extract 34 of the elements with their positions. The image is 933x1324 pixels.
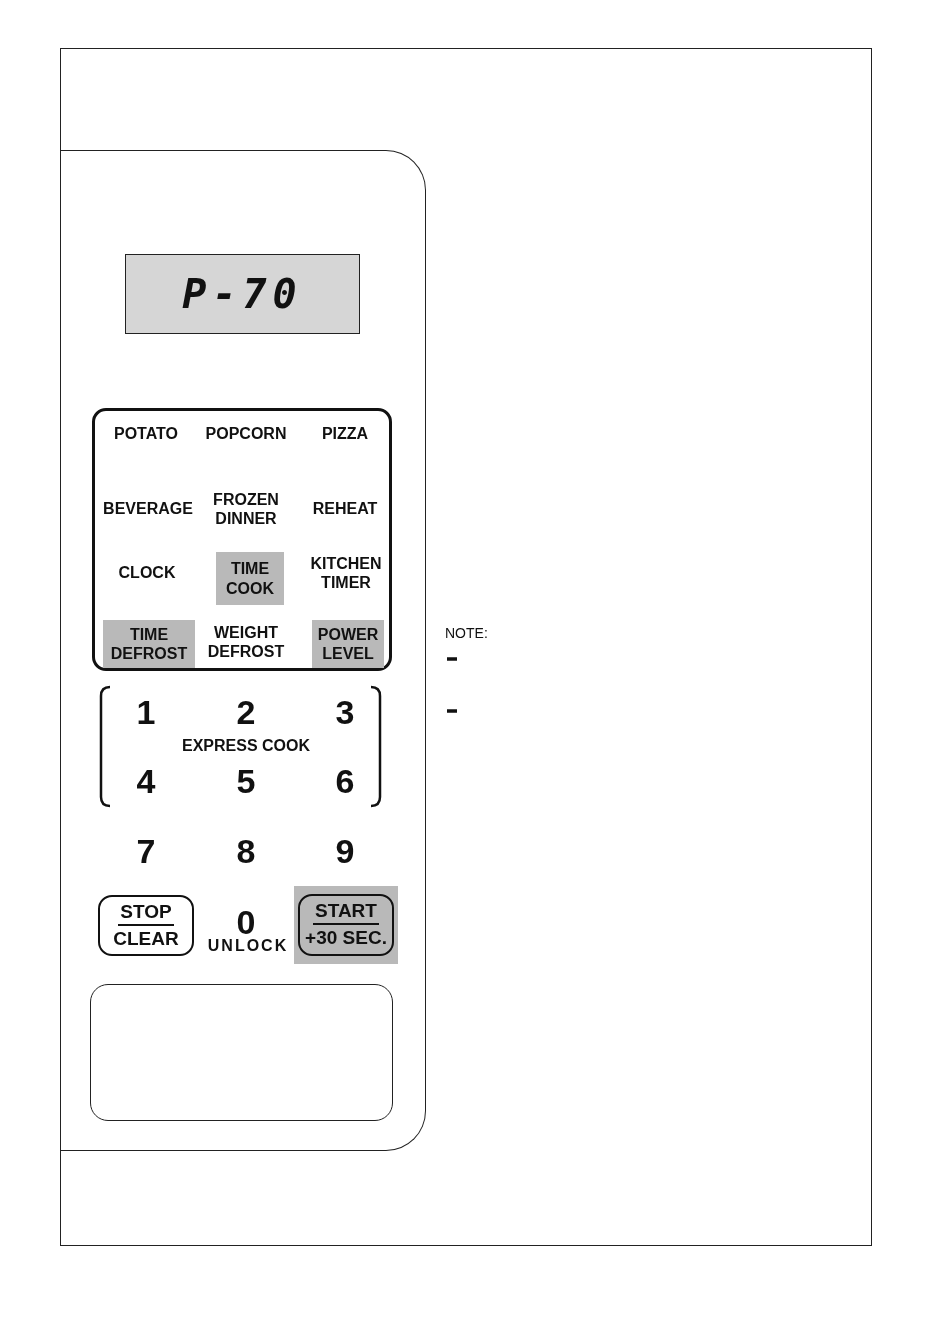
key-label: STOP	[118, 900, 174, 926]
key-label: WEIGHT DEFROST	[206, 622, 286, 662]
key-label: EXPRESS COOK	[182, 736, 310, 756]
key-button: TIME COOK	[216, 552, 284, 605]
key-label: BEVERAGE	[103, 499, 193, 519]
key-label: START	[313, 900, 379, 925]
control-panel	[60, 150, 426, 1151]
number-key: 6	[335, 760, 355, 802]
key-label: REHEAT	[312, 499, 378, 519]
key-label: CLEAR	[112, 927, 180, 951]
number-key: 7	[136, 830, 156, 872]
key-button	[98, 895, 194, 956]
key-label: FROZEN DINNER	[212, 489, 280, 529]
display-readout: P-70	[125, 254, 360, 334]
key-label: POPCORN	[205, 424, 287, 444]
key-highlight	[294, 886, 398, 964]
number-key: 1	[136, 691, 156, 733]
preset-key-frame	[92, 408, 392, 671]
key-button: POWER LEVEL	[312, 620, 384, 668]
key-button: TIME DEFROST	[103, 620, 195, 668]
blank-panel-area	[90, 984, 393, 1121]
key-label: KITCHEN TIMER	[309, 553, 383, 593]
number-key: 2	[236, 691, 256, 733]
number-key: 3	[335, 691, 355, 733]
key-label: PIZZA	[321, 424, 369, 444]
number-key: 8	[236, 830, 256, 872]
key-label: +30 SEC.	[304, 927, 388, 950]
key-label: CLOCK	[118, 563, 176, 583]
number-key: 4	[136, 760, 156, 802]
number-key: 9	[335, 830, 355, 872]
number-key: 5	[236, 760, 256, 802]
key-label: POTATO	[114, 424, 178, 444]
note-heading: NOTE:	[445, 624, 488, 642]
key-button	[298, 894, 394, 956]
